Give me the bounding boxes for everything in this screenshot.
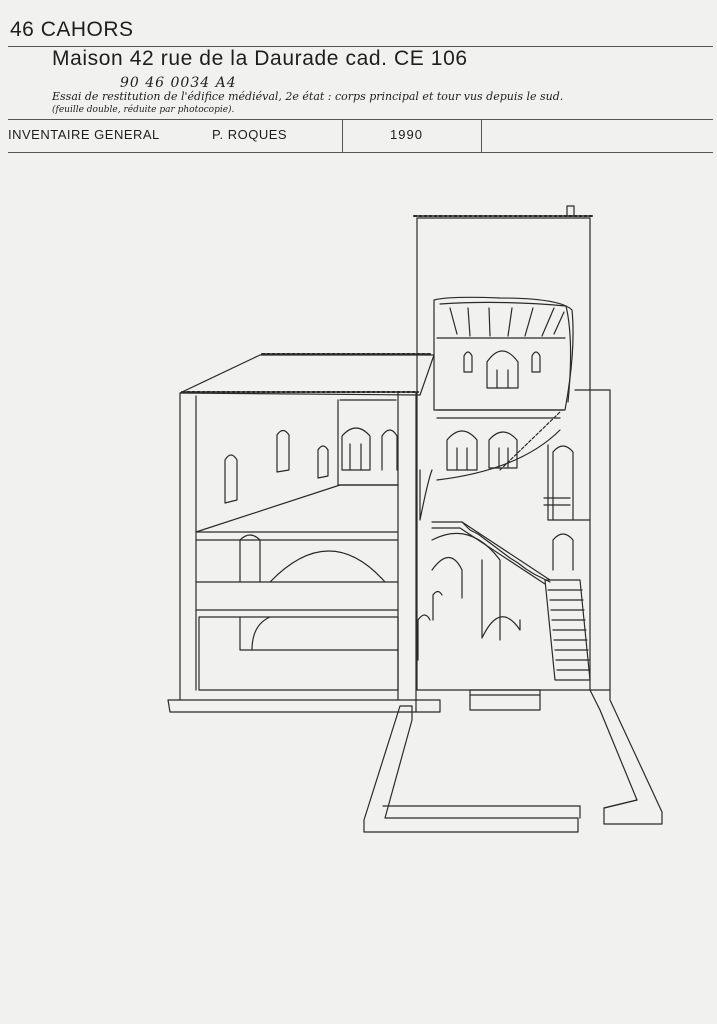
- tower: [413, 205, 611, 691]
- header-rule-bottom: [8, 152, 713, 153]
- caption-line-2: (feuille double, réduite par photocopie)…: [52, 105, 235, 115]
- header-rule-middle: [8, 119, 713, 120]
- dept-city-label: 46 CAHORS: [10, 18, 134, 41]
- author-label: P. ROQUES: [212, 127, 288, 142]
- inventory-label: INVENTAIRE GENERAL: [8, 127, 160, 142]
- central-hall: [417, 469, 551, 711]
- main-body: [167, 353, 441, 713]
- year-label: 1990: [390, 127, 423, 142]
- caption-line-1: Essai de restitution de l'édifice médiév…: [52, 90, 564, 103]
- courtyard: [363, 689, 663, 833]
- info-bar-divider-1: [342, 119, 343, 153]
- reference-number: 90 46 0034 A4: [120, 75, 237, 91]
- info-bar-divider-2: [481, 119, 482, 153]
- document-title: Maison 42 rue de la Daurade cad. CE 106: [52, 47, 468, 70]
- header-rule-top: [8, 46, 713, 47]
